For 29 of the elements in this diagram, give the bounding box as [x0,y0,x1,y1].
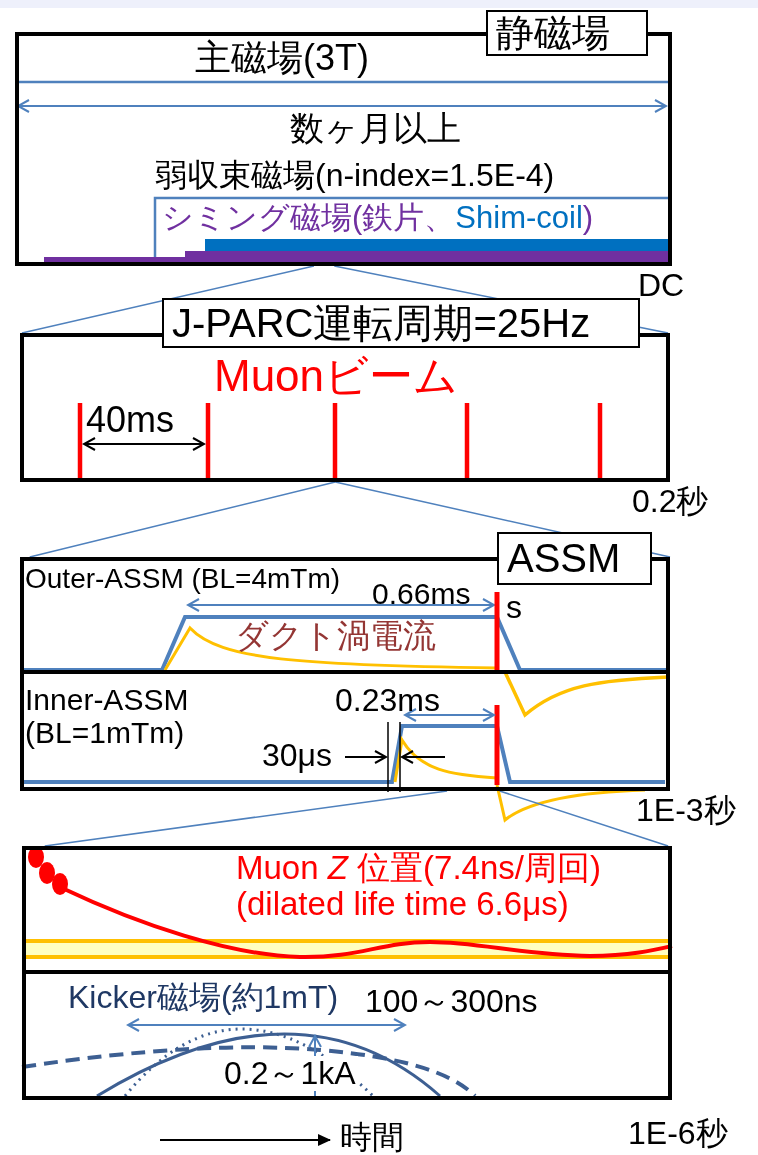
zoom-line [29,481,336,558]
current-label: 0.2～1kA [222,1056,358,1092]
field-label: 弱収束磁場(n-index=1.5E-4) [155,158,555,194]
unit-label: s [506,590,522,626]
duration-label: 0.23ms [335,683,440,719]
zoom-line [21,265,315,334]
heading-box: 静磁場 [486,10,648,56]
heading-box: J-PARC運転周期=25Hz [162,298,640,348]
heading-box: ASSM [497,532,652,585]
trajectory-label: Muon Z 位置(7.4ns/周回) (dilated life time 6.6μs) [236,850,602,923]
duration-label: 30μs [262,738,333,774]
beam-label: Muonビーム [214,352,459,401]
field-label: Kicker磁場(約1mT) [68,980,339,1016]
zoom-line [498,790,669,847]
zoom-line [44,790,448,847]
duration-label: 0.66ms [372,577,471,610]
time-scale-label: DC [638,268,685,304]
time-scale-label: 1E-6秒 [628,1116,728,1152]
interval-label: 40ms [86,400,175,440]
time-scale-label: 0.2秒 [632,484,709,520]
duration-label: 数ヶ月以上 [290,110,461,148]
field-label: シミング磁場(鉄片、Shim-coil) [162,201,594,236]
timeline-panel [22,846,672,974]
eddy-current-label: ダクト渦電流 [235,618,436,655]
field-label: 主磁場(3T) [195,38,369,78]
panel-label: Inner-ASSM (BL=1mTm) [25,683,190,749]
duration-label: 100～300ns [365,984,538,1020]
time-scale-label: 1E-3秒 [636,793,736,829]
panel-label: Outer-ASSM (BL=4mTm) [25,564,341,595]
